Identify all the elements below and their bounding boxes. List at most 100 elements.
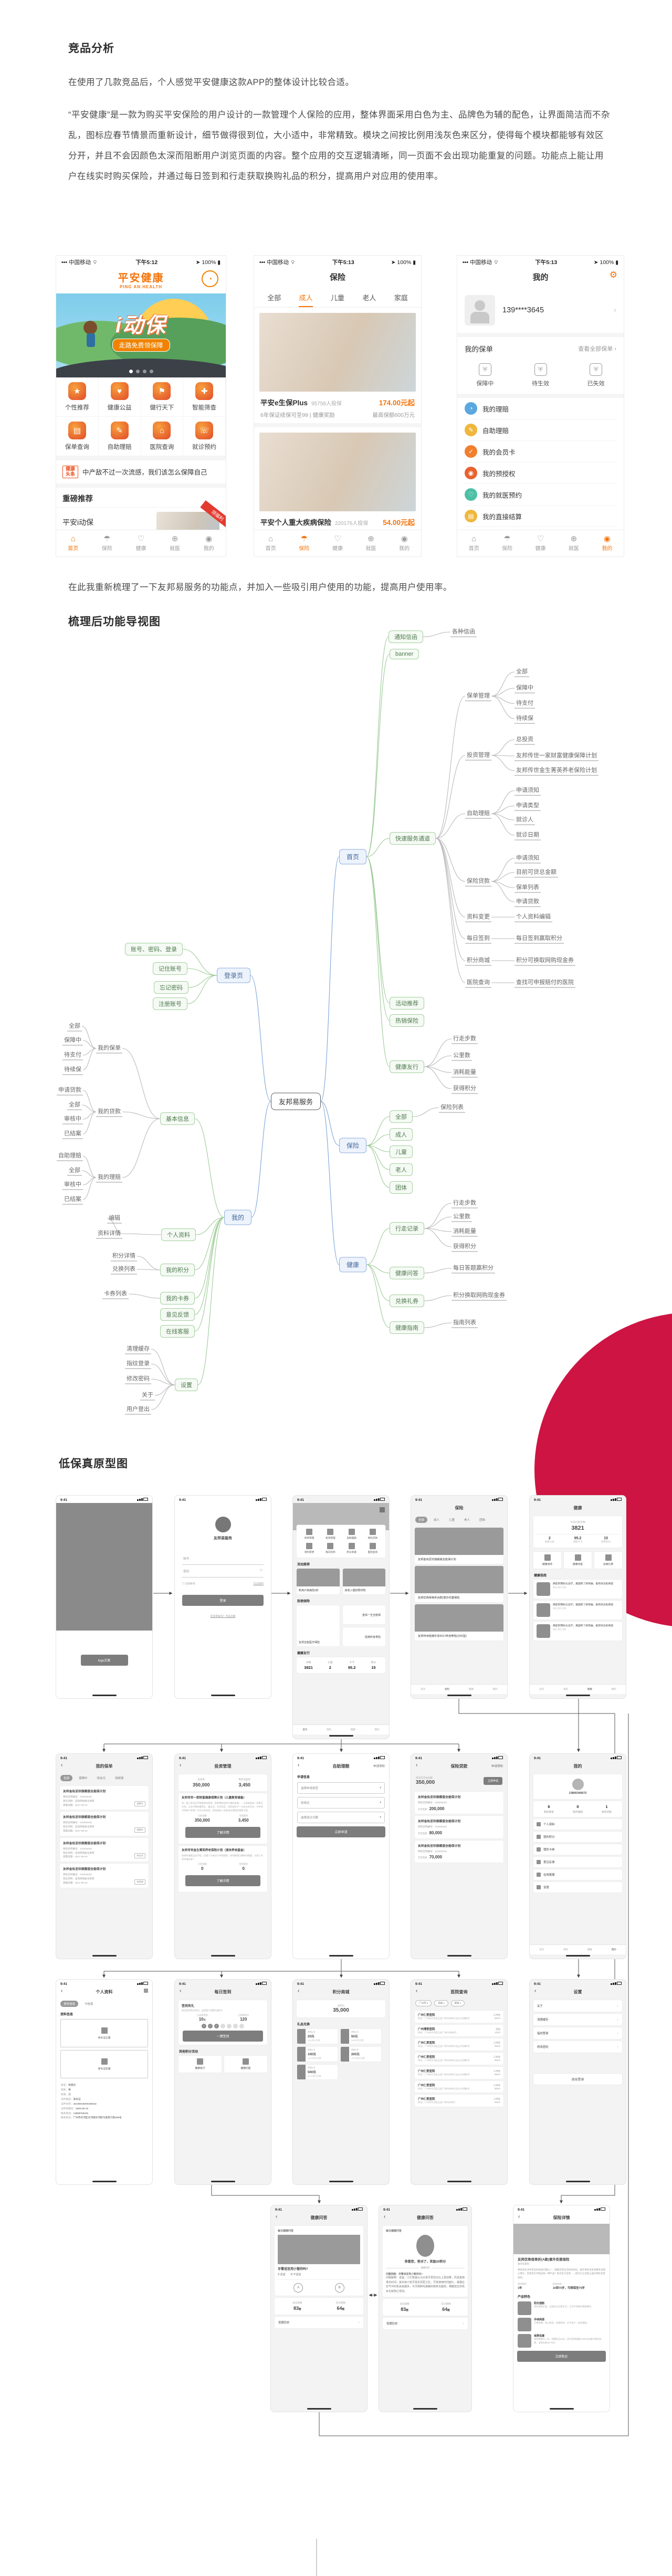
entry-健康友行[interactable]: 健康友行 <box>178 2056 222 2073</box>
menu-我的预授权[interactable]: ◉我的预授权 <box>465 462 616 484</box>
filter-距离[interactable]: 距离 ▾ <box>450 2000 465 2006</box>
back-icon[interactable]: ‹ <box>61 1988 63 1994</box>
tab-健康[interactable]: 健康 <box>587 1948 592 1951</box>
detail-button[interactable]: 了解详情 <box>185 1826 260 1838</box>
profile-row[interactable]: 139****3645 › <box>457 288 624 337</box>
tab-我的[interactable]: ◉我的 <box>399 534 410 552</box>
tab-成人[interactable]: 成人 <box>434 1519 440 1522</box>
menu-我的就医预约[interactable]: ♡我的就医预约 <box>465 484 616 506</box>
tab-健康[interactable]: ♡健康 <box>535 534 546 552</box>
history-row[interactable]: 答题历史› <box>275 2317 363 2328</box>
remember-checkbox[interactable]: ☐ 记住账号 <box>182 1583 195 1585</box>
tab-首页[interactable]: ⌂首页 <box>265 534 276 552</box>
gear-icon[interactable]: ⚙ <box>609 270 617 280</box>
back-icon[interactable]: ‹ <box>518 2214 520 2220</box>
quick-entry-健行天下[interactable]: ⚑健行天下 <box>141 377 184 417</box>
answer-b[interactable]: B <box>334 2283 344 2293</box>
quick-entry-健康公益[interactable]: ♥健康公益 <box>98 377 141 417</box>
activity-card[interactable]: 新用户疾病险9折 <box>297 1569 340 1594</box>
promo-banner[interactable]: i动保 走路免费领保障 <box>56 293 226 377</box>
activity-card[interactable]: 高收入理财限时购 <box>342 1569 385 1594</box>
entry-健康问答[interactable]: 健康问答 <box>564 1552 592 1569</box>
nav-action[interactable]: 申请须知 <box>491 1765 503 1768</box>
register-link[interactable]: 还没有账号？点击注册 <box>210 1615 236 1618</box>
entry-健康问答[interactable]: 健康问答 <box>224 2056 267 2073</box>
tab-就医[interactable]: ⊕就医 <box>365 534 376 552</box>
tab-我的[interactable]: 我的 <box>611 1948 616 1951</box>
id-upload[interactable]: 身份证正面 <box>60 2019 148 2047</box>
tab-首页[interactable]: ⌂首页 <box>68 534 79 552</box>
tab-保险[interactable]: ☂保险 <box>299 534 310 552</box>
tab-首页[interactable]: 首页 <box>539 1688 544 1690</box>
menu-自助理赔[interactable]: ✎自助理赔 <box>465 419 616 441</box>
product-card[interactable]: 友邦全能医疗保险 <box>297 1605 340 1646</box>
quick-保险贷款[interactable]: 保险贷款 <box>362 1529 383 1540</box>
tab-全部[interactable]: 全部 <box>267 294 281 302</box>
back-icon[interactable]: ‹ <box>534 1988 537 1994</box>
state-已失效[interactable]: ⛨已失效 <box>568 363 624 387</box>
account-field[interactable]: 账号 <box>182 1552 264 1565</box>
quick-保单管理[interactable]: 保单管理 <box>299 1529 320 1540</box>
tab-保险[interactable]: 保险 <box>563 1948 569 1951</box>
tab-保险[interactable]: 保险 <box>445 1688 450 1690</box>
tab-待支付[interactable]: 待支付 <box>97 1777 106 1780</box>
tab-首页[interactable]: 首页 <box>421 1688 426 1690</box>
tab-健康[interactable]: 健康 <box>350 1728 355 1731</box>
answer-a[interactable]: A <box>293 2283 303 2293</box>
back-icon[interactable]: ‹ <box>180 1988 182 1994</box>
menu-在线客服[interactable]: 在线客服 <box>533 1869 622 1880</box>
tab-卡信息[interactable]: 卡信息 <box>85 2003 93 2006</box>
tab-保险[interactable]: 保险 <box>563 1688 569 1690</box>
button-立即申请[interactable]: 立即申请 <box>297 1826 385 1837</box>
back-icon[interactable]: ‹ <box>416 1762 418 1768</box>
tab-健康[interactable]: ♡健康 <box>135 534 146 552</box>
tab-保险[interactable]: ☂保险 <box>101 534 112 552</box>
tab-成人[interactable]: 成人 <box>290 288 321 307</box>
quick-entry-智能筛查[interactable]: ✚智能筛查 <box>183 377 226 417</box>
tab-首页[interactable]: ⌂首页 <box>468 534 479 552</box>
tab-老人[interactable]: 老人 <box>464 1519 470 1522</box>
product-card[interactable]: 友邦传世经典乐享2017终身寿险(分红型) <box>415 1604 503 1641</box>
back-icon[interactable]: ‹ <box>298 1762 300 1768</box>
detail-button[interactable]: 了解详情 <box>185 1875 260 1887</box>
tab-就医[interactable]: ⊕就医 <box>568 534 579 552</box>
back-icon[interactable]: ‹ <box>384 2214 386 2220</box>
article-card[interactable]: 癌症的预防与治疗，美国有了新突破，能有效治愈癌症来自 南方日报 <box>533 1601 622 1620</box>
tab-老人[interactable]: 老人 <box>362 294 376 302</box>
quick-医院查询[interactable]: 医院查询 <box>362 1543 383 1554</box>
back-icon[interactable]: ‹ <box>180 1762 182 1768</box>
button-退出登录[interactable]: 退出登录 <box>533 2074 622 2085</box>
quick-entry-个性推荐[interactable]: ★个性推荐 <box>56 377 99 417</box>
menu-个人资料[interactable]: 个人资料 <box>533 1819 622 1830</box>
menu-我的积分[interactable]: 我的积分 <box>533 1832 622 1842</box>
menu-我的直接结算[interactable]: ▤我的直接结算 <box>465 506 616 527</box>
select-field[interactable]: 选择申请类型▾ <box>297 1782 385 1794</box>
article-card[interactable]: 癌症的预防与治疗，美国有了新突破，能有效治愈癌症来自 南方日报 <box>533 1580 622 1599</box>
tab-首页[interactable]: 首页 <box>539 1948 544 1951</box>
login-button[interactable]: 登录 <box>182 1595 264 1606</box>
menu-意见反馈[interactable]: 意见反馈 <box>533 1857 622 1867</box>
tab-首页[interactable]: 首页 <box>302 1728 308 1731</box>
news-row[interactable]: 健康 头条 中产敌不过一次流感，我们该怎么保障自己 <box>56 460 226 488</box>
tab-儿童[interactable]: 儿童 <box>449 1519 455 1522</box>
back-icon[interactable]: ‹ <box>416 1988 418 1994</box>
button-立即购买[interactable]: 立即购买 <box>517 2351 606 2362</box>
entry-健康测评[interactable]: 健康测评 <box>533 1552 561 1569</box>
tab-儿童[interactable]: 儿童 <box>331 294 345 302</box>
quick-entry-就诊预约[interactable]: ☏就诊预约 <box>183 417 226 456</box>
filter-广州市[interactable]: 广州市 ▾ <box>415 2000 432 2006</box>
state-保障中[interactable]: ⛨保障中 <box>457 363 513 387</box>
